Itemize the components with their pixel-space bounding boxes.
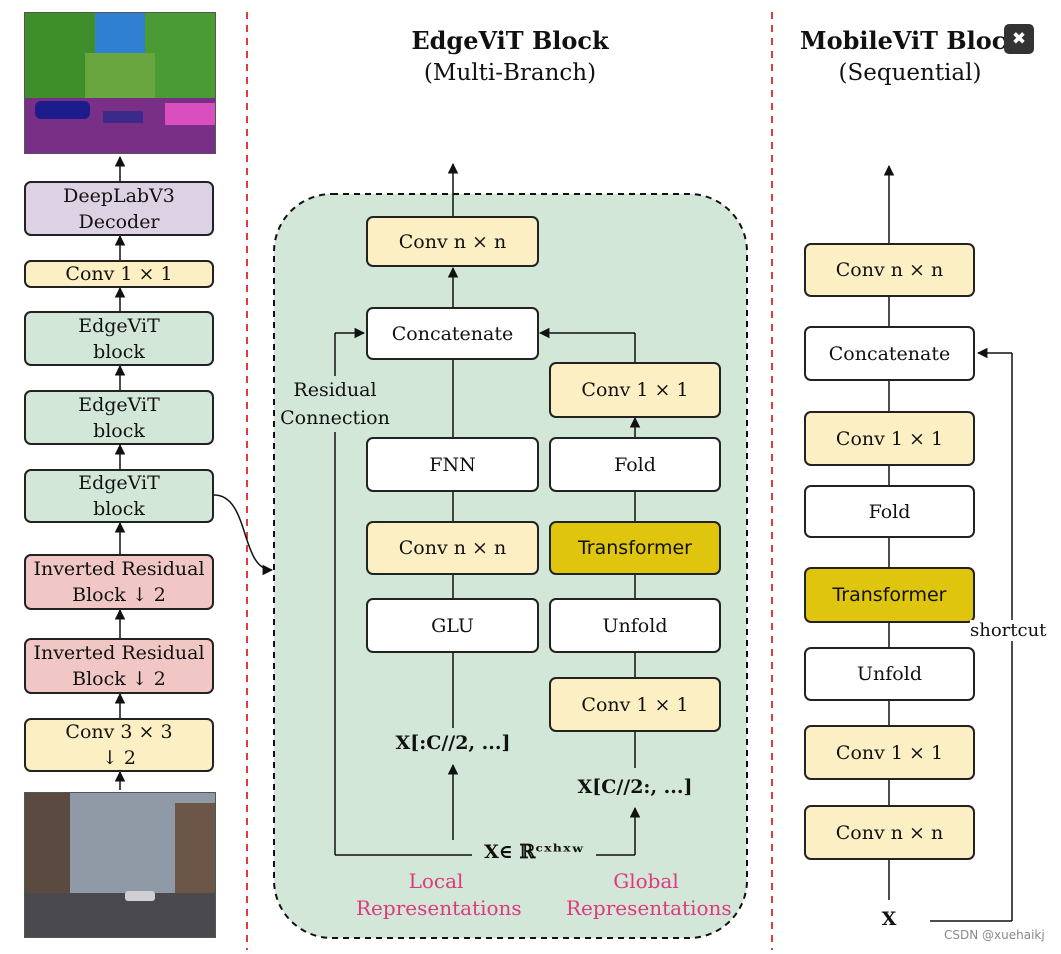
- mobilevit-conv1x1-top: Conv 1 × 1: [804, 411, 975, 466]
- global-representations-label: Global Representations: [566, 869, 732, 920]
- mobilevit-conv-nxn-bottom: Conv n × n: [804, 805, 975, 860]
- transformer-box: Transformer: [549, 521, 721, 575]
- unfold-box: Unfold: [549, 598, 721, 653]
- glu-box: GLU: [366, 598, 539, 653]
- fold-box: Fold: [549, 437, 721, 492]
- segmentation-output-image: [24, 12, 216, 154]
- conv1x1-box: Conv 1 × 1: [24, 260, 214, 288]
- edgevit-title: EdgeViT Block: [411, 26, 609, 55]
- inverted-residual-block-2: Inverted Residual Block ↓ 2: [24, 638, 214, 694]
- edgevit-block-1: EdgeViT block: [24, 311, 214, 366]
- close-button[interactable]: ✖: [1004, 24, 1034, 54]
- mobilevit-title: MobileViT Block: [800, 26, 1024, 55]
- edgevit-conv-nxn-top: Conv n × n: [366, 216, 539, 267]
- shortcut-label: shortcut: [970, 620, 1047, 641]
- mobilevit-subtitle: (Sequential): [838, 60, 982, 86]
- mobilevit-conv-nxn-top: Conv n × n: [804, 243, 975, 297]
- fnn-box: FNN: [366, 437, 539, 492]
- mobilevit-input-label: X: [881, 908, 897, 930]
- edgevit-concatenate: Concatenate: [366, 307, 539, 360]
- global-input-label: X[C//2:, ...]: [577, 776, 693, 798]
- edgevit-conv1x1-global-top: Conv 1 × 1: [549, 362, 721, 418]
- edgevit-conv-nxn-local: Conv n × n: [366, 521, 539, 575]
- mobilevit-conv1x1-bottom: Conv 1 × 1: [804, 725, 975, 780]
- local-input-label: X[:C//2, ...]: [395, 732, 511, 754]
- mobilevit-fold: Fold: [804, 485, 975, 538]
- residual-connection-label: Residual Connection: [280, 376, 390, 432]
- edgevit-input-label: X∈ ℝᶜˣʰˣʷ: [472, 841, 596, 863]
- inverted-residual-block-1: Inverted Residual Block ↓ 2: [24, 554, 214, 610]
- edgevit-arrows: [334, 162, 641, 856]
- watermark: CSDN @xuehaikj: [944, 928, 1045, 942]
- local-representations-label: Local Representations: [356, 869, 522, 920]
- mobilevit-unfold: Unfold: [804, 647, 975, 701]
- edgevit-block-2: EdgeViT block: [24, 390, 214, 445]
- street-input-image: [24, 792, 216, 938]
- mobilevit-concatenate: Concatenate: [804, 326, 975, 381]
- edgevit-subtitle: (Multi-Branch): [423, 60, 597, 86]
- conv3x3-box: Conv 3 × 3 ↓ 2: [24, 718, 214, 772]
- deeplabv3-decoder-box: DeepLabV3 Decoder: [24, 181, 214, 236]
- edgevit-block-3: EdgeViT block: [24, 469, 214, 523]
- edgevit-conv1x1-global-bottom: Conv 1 × 1: [549, 677, 721, 732]
- mobilevit-transformer: Transformer: [804, 567, 975, 623]
- detail-link-arrow: [213, 494, 274, 576]
